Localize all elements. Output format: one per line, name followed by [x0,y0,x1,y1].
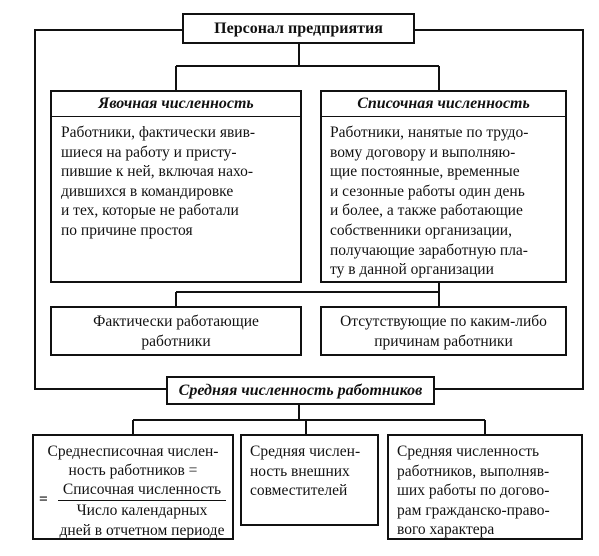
external-part-timers-box: Средняя числен- ность внешних совместите… [240,434,379,526]
formula-equals-sign: = [39,491,48,508]
external-part-timers-text: Средняя числен- ность внешних совместите… [250,443,361,500]
actually-working-text: Фактически работающие работники [93,313,259,350]
average-headcount-title: Средняя численность работников [178,382,423,399]
personnel-title: Персонал предприятия [214,20,383,37]
absent-workers-text: Отсутствующие по каким-либо причинам раб… [340,313,547,350]
absent-workers-box: Отсутствующие по каким-либо причинам раб… [320,306,567,356]
formula-numerator: Списочная численность [62,481,222,498]
personnel-box: Персонал предприятия [182,13,415,44]
attendance-box: Явочная численность Работники, фактическ… [50,90,302,283]
formula-fraction-bar [58,500,226,501]
formula-denominator: Число календарных дней в отчетном период… [59,502,225,539]
average-headcount-box: Средняя численность работников [166,376,435,405]
outer-frame-right [415,29,584,390]
attendance-description: Работники, фактически явив- шиеся на раб… [61,124,256,239]
outer-frame-left [34,29,182,390]
actually-working-box: Фактически работающие работники [50,306,302,356]
formula-line-1: Среднесписочная числен- [47,443,219,460]
payroll-box: Списочная численность Работники, нанятые… [320,90,567,283]
average-payroll-formula-box: Среднесписочная числен- ность работников… [32,434,234,540]
formula-line-2: ность работников = [68,462,198,479]
civil-contract-workers-box: Средняя численность работников, выполняв… [387,434,583,540]
payroll-description: Работники, нанятые по трудо- вому догово… [330,124,529,279]
attendance-header: Явочная численность [52,92,300,117]
civil-contract-workers-text: Средняя численность работников, выполняв… [397,443,550,539]
payroll-header: Списочная численность [322,92,565,117]
